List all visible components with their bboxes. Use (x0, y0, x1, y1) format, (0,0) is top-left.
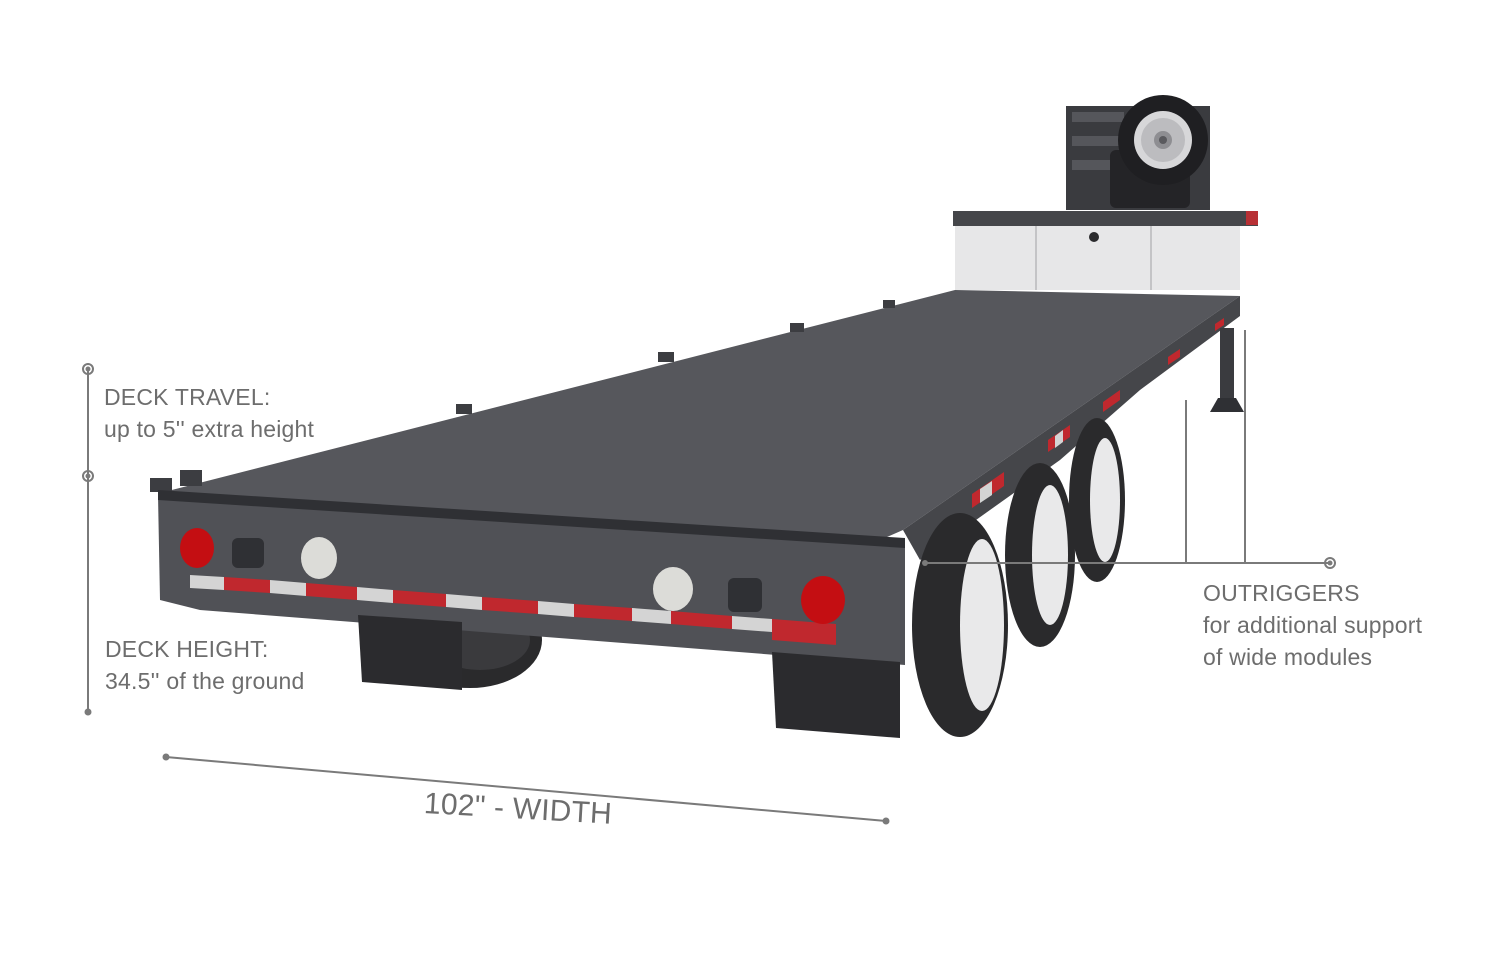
side-reflectors (972, 318, 1224, 508)
annotation-dots (84, 366, 1333, 825)
outriggers-title: OUTRIGGERS (1203, 580, 1360, 606)
deck-height-annotation: DECK HEIGHT: 34.5'' of the ground (105, 633, 305, 697)
rear-reflective-tape (190, 575, 836, 645)
width-dimension-line (165, 756, 887, 822)
deck-height-title: DECK HEIGHT: (105, 636, 269, 662)
outriggers-detail-2: of wide modules (1203, 644, 1373, 670)
mud-flaps (358, 615, 900, 738)
stake-pockets (150, 300, 895, 492)
spare-tire-rack (1066, 95, 1210, 210)
annotation-lines (82, 330, 1336, 822)
rear-lights (180, 528, 845, 624)
deck-travel-title: DECK TRAVEL: (104, 384, 271, 410)
landing-gear (1210, 328, 1244, 412)
gooseneck (953, 211, 1258, 290)
tri-axle-wheels (398, 418, 1125, 737)
deck-travel-annotation: DECK TRAVEL: up to 5'' extra height (104, 381, 314, 445)
deck-travel-detail: up to 5'' extra height (104, 416, 315, 442)
outriggers-detail-1: for additional support (1203, 612, 1423, 638)
deck-height-detail: 34.5'' of the ground (105, 668, 305, 694)
deck-surface (160, 290, 1240, 540)
outriggers-annotation: OUTRIGGERS for additional support of wid… (1203, 577, 1422, 673)
